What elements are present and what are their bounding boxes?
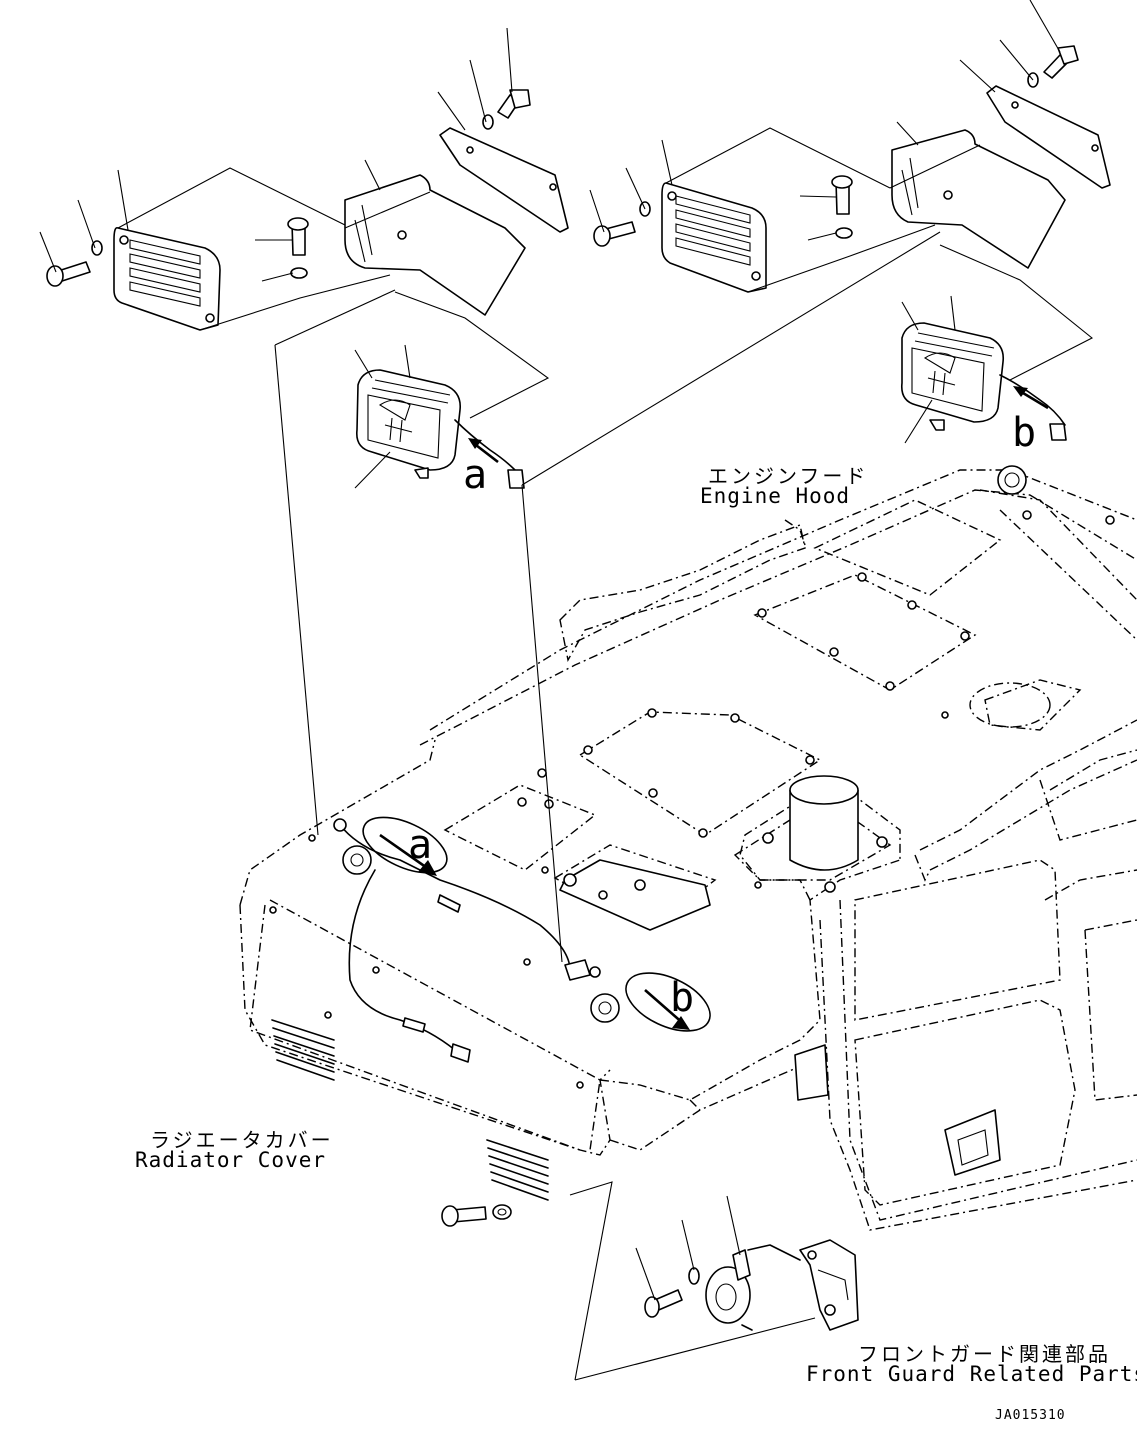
- right-lamp-bracket: [986, 85, 1111, 189]
- exhaust-stack: [789, 775, 859, 871]
- center-panel-detail: [559, 859, 711, 931]
- left-mid-bolt: [287, 217, 309, 279]
- left-lamp-bracket: [439, 127, 569, 233]
- hood-bolts: [269, 510, 1115, 1089]
- front-guard-label-jp: フロントガード関連部品: [858, 1342, 1111, 1366]
- left-top-bolt: [482, 89, 531, 130]
- front-guard-label-en: Front Guard Related Parts: [806, 1362, 1137, 1386]
- leader-lines: [39, 0, 1094, 1381]
- right-work-lamp: [900, 322, 1067, 441]
- left-work-lamp: [355, 369, 525, 489]
- radiator-cover-label-jp: ラジエータカバー: [150, 1128, 334, 1152]
- radiator-bolt: [441, 1204, 512, 1227]
- engine-hood: [239, 469, 1137, 1231]
- left-grille: [113, 226, 221, 331]
- left-lamp-housing: [344, 174, 526, 316]
- drawing-number: JA015310: [995, 1408, 1066, 1423]
- ref-mark-a-hood: a: [408, 822, 434, 868]
- ref-mark-b-hood: b: [670, 975, 696, 1021]
- hood-latch: [794, 1044, 1001, 1176]
- ref-oval-a: [362, 816, 448, 876]
- ref-mark-a-lamp: a: [463, 452, 489, 498]
- hood-cap: [997, 465, 1027, 495]
- left-grille-bolt: [46, 240, 103, 287]
- ref-mark-b-lamp: b: [1012, 410, 1038, 456]
- wiring-harness: [333, 818, 620, 1063]
- right-top-bolt: [1027, 45, 1079, 88]
- right-grille-bolt: [593, 201, 651, 247]
- radiator-cover-label-en: Radiator Cover: [135, 1148, 327, 1172]
- front-guard-parts: [644, 1239, 859, 1331]
- engine-hood-label-jp: エンジンフード: [708, 464, 869, 488]
- radiator-louvers: [271, 1019, 549, 1201]
- right-lamp-housing: [891, 129, 1066, 269]
- right-grille: [661, 182, 767, 293]
- engine-hood-label-en: Engine Hood: [700, 484, 851, 508]
- ref-oval-b: [625, 972, 711, 1032]
- right-mid-bolt: [831, 175, 853, 239]
